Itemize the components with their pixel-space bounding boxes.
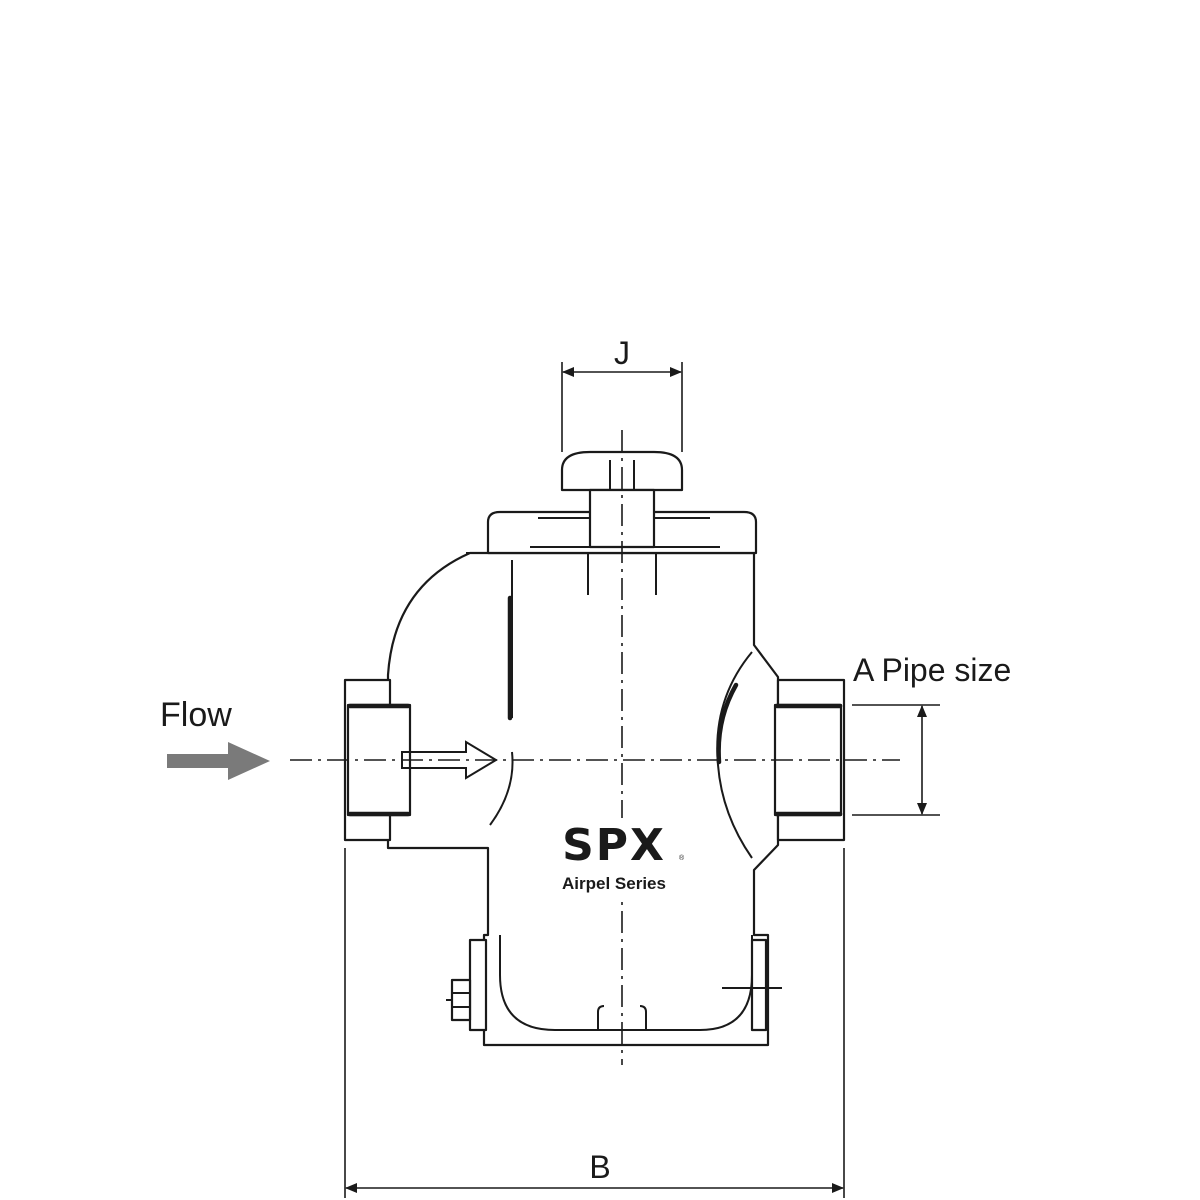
divider-arc-left — [489, 751, 514, 826]
registered-mark: ® — [679, 854, 685, 862]
strainer-body — [386, 510, 782, 1047]
dim-j-label: J — [614, 335, 630, 371]
basket-bottom — [499, 935, 753, 1031]
drain-plug — [450, 978, 472, 1022]
brand-logo: SPX ® Airpel Series — [548, 818, 685, 900]
dimension-b: B — [344, 848, 845, 1198]
flow-arrow-icon — [167, 742, 270, 780]
housing-outline — [386, 551, 780, 1047]
screen-right — [716, 682, 739, 765]
logo-backdrop — [548, 818, 684, 900]
drain-boss-right — [750, 938, 768, 1032]
dim-a-label: A Pipe size — [853, 652, 1011, 688]
series-name: Airpel Series — [562, 874, 666, 893]
dimension-a: A Pipe size — [852, 652, 1011, 816]
dimension-j: J — [561, 335, 683, 452]
basket-drain-notch — [597, 1005, 647, 1030]
divider-arc-right — [716, 651, 753, 859]
flow-indicator: Flow — [160, 696, 270, 780]
drain-boss — [468, 938, 488, 1032]
dim-b-label: B — [589, 1149, 610, 1185]
flow-label: Flow — [160, 696, 232, 734]
internal-flow-arrow — [401, 740, 498, 780]
brand-name: SPX — [562, 820, 666, 871]
